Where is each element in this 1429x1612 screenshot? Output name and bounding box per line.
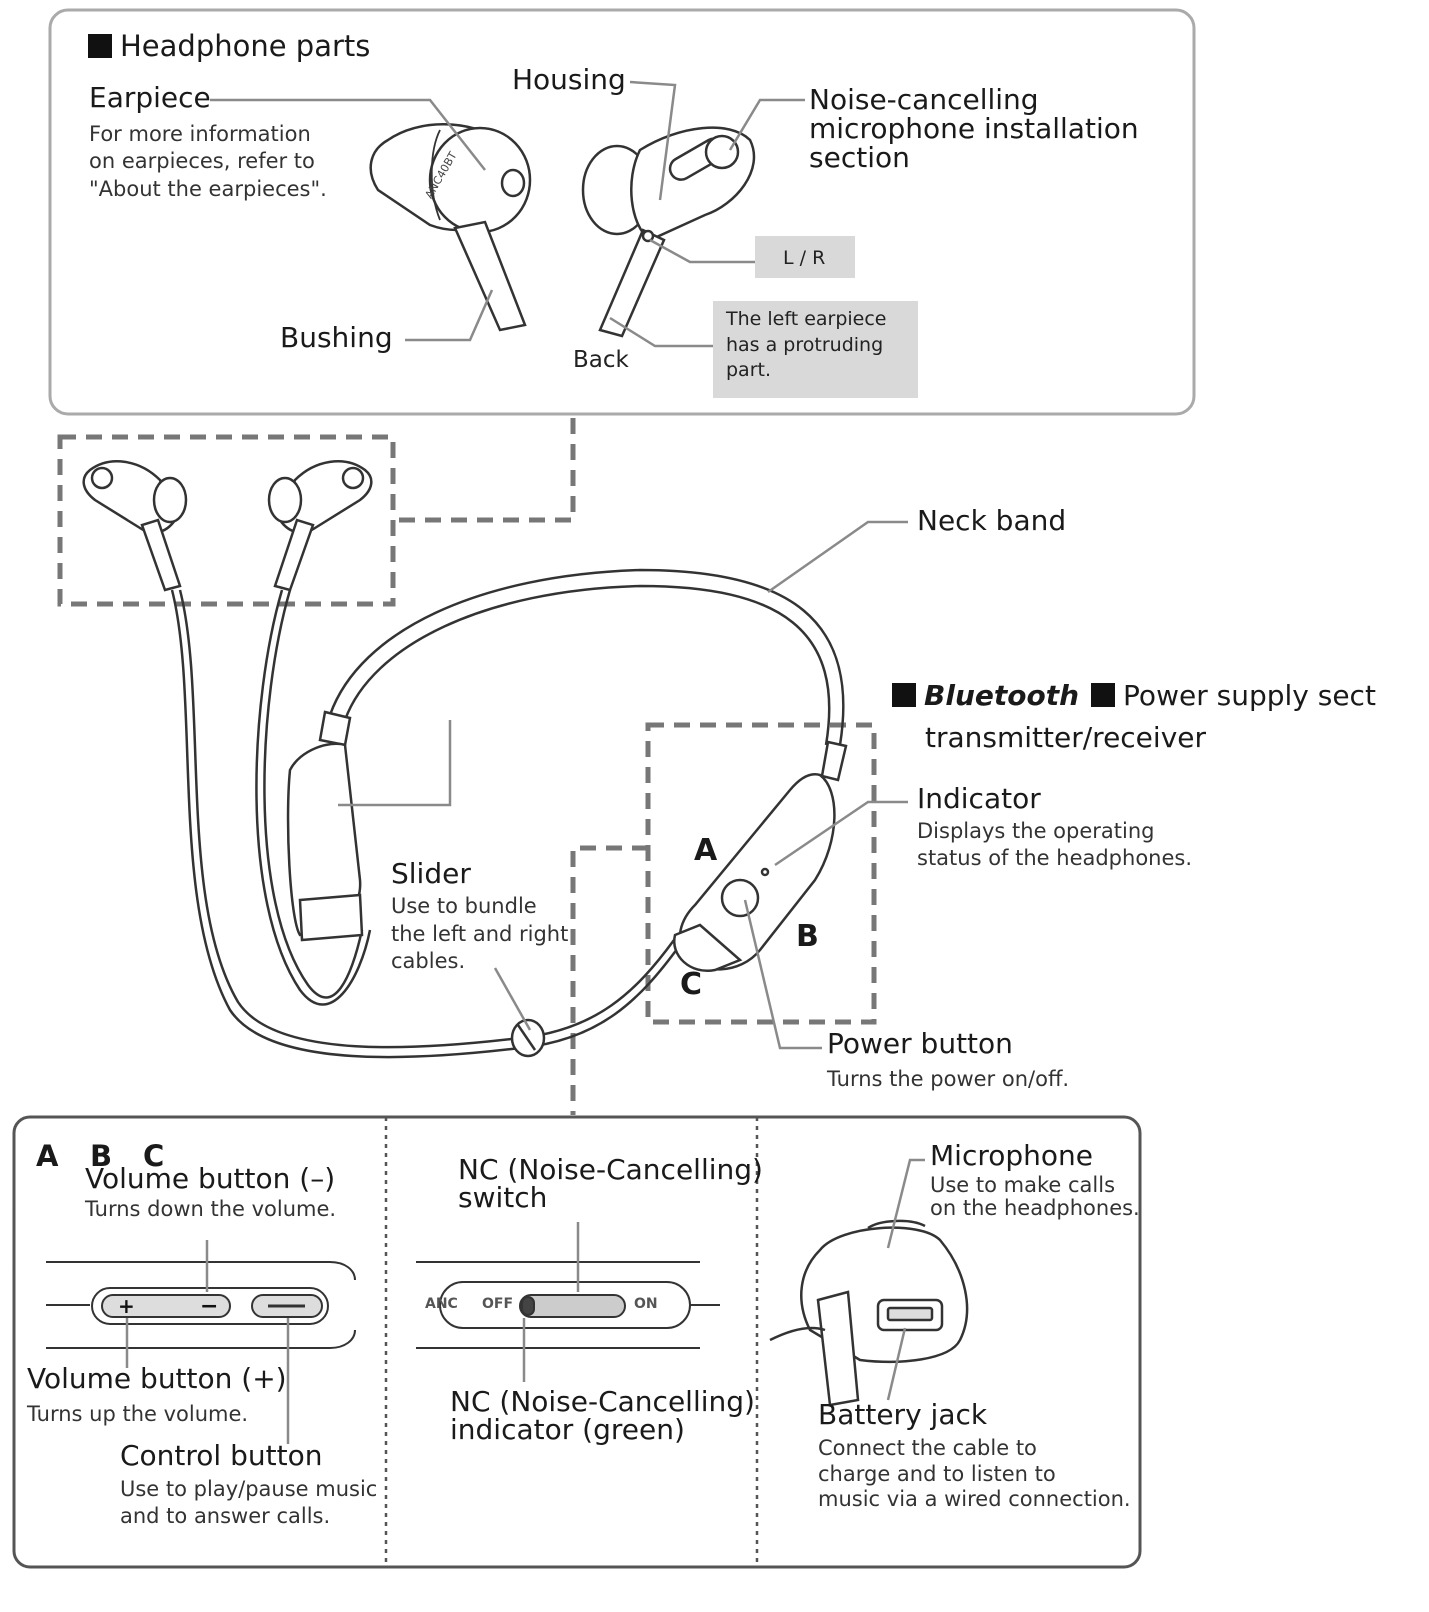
left-note-box: [713, 301, 918, 398]
battery-jack-label: Battery jack: [818, 1398, 988, 1431]
nc-indicator-label: NC (Noise-Cancelling) indicator (green): [450, 1385, 755, 1446]
earpiece-back-drawing: [581, 126, 756, 338]
marker-c: C: [680, 967, 703, 1002]
battery-jack-desc: Connect the cable to charge and to liste…: [818, 1436, 1131, 1512]
panel-letter-a: A: [36, 1139, 59, 1173]
volume-minus-desc: Turns down the volume.: [85, 1197, 337, 1221]
section-square-icon: [88, 34, 112, 58]
section-square-icon: [892, 683, 916, 707]
volume-control-drawing: [46, 1261, 356, 1349]
bushing-label: Bushing: [280, 321, 393, 354]
power-button-label: Power button: [827, 1027, 1013, 1060]
leader-lines-panel-c: [886, 1158, 925, 1401]
minus-symbol: −: [200, 1294, 218, 1319]
controls-panel: [12, 1115, 1142, 1569]
small-earbuds: [82, 460, 373, 592]
indicator-label: Indicator: [917, 782, 1041, 815]
housing-label: Housing: [512, 63, 626, 96]
neck-band: [328, 568, 845, 746]
control-button-desc: Use to play/pause music and to answer ca…: [120, 1477, 378, 1529]
earpiece-drawing: [369, 123, 532, 332]
leader-lines-middle: [338, 520, 908, 1050]
marker-b: B: [796, 919, 819, 954]
nc-switch-drawing: [416, 1261, 720, 1349]
section-square-icon: [1091, 683, 1116, 707]
leader-lines-top: [210, 80, 805, 348]
headphone-parts-title: Headphone parts: [88, 29, 370, 63]
dashed-frames: [57, 418, 877, 1115]
earpiece-desc: For more information on earpieces, refer…: [89, 122, 327, 201]
panel-letter-c: C: [143, 1139, 165, 1173]
battery-jack-drawing: [769, 1219, 969, 1407]
leader-lines-panel-a: [125, 1240, 290, 1444]
volume-plus-label: Volume button (+): [27, 1362, 287, 1395]
plus-symbol: +: [118, 1294, 135, 1318]
lr-note: L / R: [783, 247, 826, 269]
right-module: [672, 740, 848, 973]
left-module: [286, 710, 364, 942]
microphone-desc: Use to make calls on the headphones.: [930, 1173, 1140, 1221]
marker-a: A: [694, 833, 718, 868]
bluetooth-subtitle: transmitter/receiver: [925, 721, 1206, 754]
volume-plus-desc: Turns up the volume.: [27, 1402, 249, 1426]
indicator-desc: Displays the operating status of the hea…: [917, 819, 1193, 871]
neck-band-label: Neck band: [917, 504, 1067, 537]
volume-minus-label: Volume button (–): [85, 1162, 336, 1195]
panel-letter-b: B: [90, 1139, 113, 1173]
earpiece-label: Earpiece: [89, 81, 211, 114]
lr-note-box: [755, 236, 855, 278]
slider-desc: Use to bundle the left and right cables.: [391, 894, 569, 974]
nc-mic-label: Noise-cancelling microphone installation…: [809, 83, 1139, 174]
slider-label: Slider: [391, 857, 471, 890]
slider-part: [510, 1018, 546, 1058]
left-earpiece-note: The left earpiece has a protruding part.: [726, 308, 887, 382]
on-text: ON: [634, 1296, 658, 1312]
off-text: OFF: [482, 1296, 514, 1312]
leader-lines-panel-b: [522, 1222, 580, 1382]
back-label: Back: [573, 347, 629, 373]
microphone-label: Microphone: [930, 1139, 1093, 1172]
power-button-desc: Turns the power on/off.: [827, 1067, 1070, 1091]
anc-text: ANC: [425, 1296, 458, 1312]
control-button-label: Control button: [120, 1439, 323, 1472]
cables: [170, 589, 682, 1059]
headphone-parts-panel: [48, 8, 1196, 416]
nc-switch-label: NC (Noise-Cancelling) switch: [458, 1153, 763, 1214]
